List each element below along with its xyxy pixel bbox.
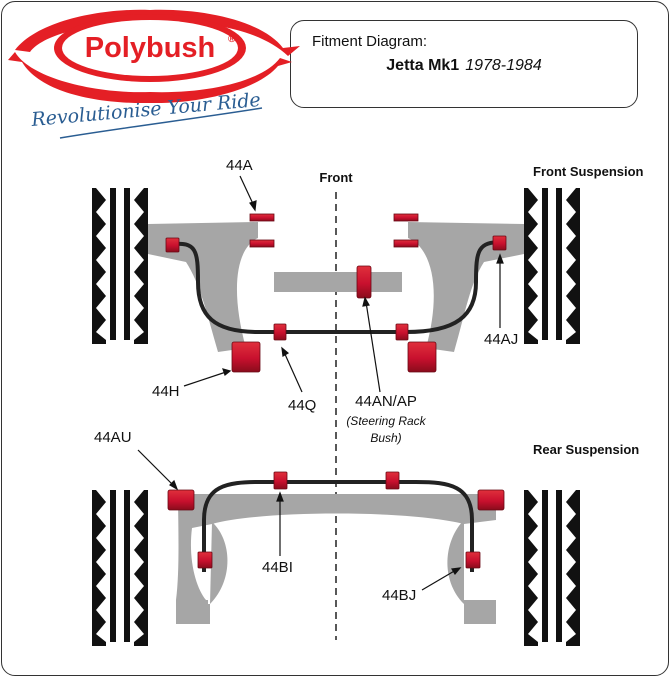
front-label: Front <box>319 170 353 185</box>
model-name: Jetta Mk1 <box>386 57 460 74</box>
fitment-label: Fitment Diagram: <box>312 33 428 50</box>
bush-44q-left <box>273 323 287 341</box>
bush-44au-left <box>167 489 195 511</box>
model-years: 1978-1984 <box>465 57 542 74</box>
label-44an-ap: 44AN/AP <box>355 393 417 410</box>
title-box: Fitment Diagram: Jetta Mk1 1978-1984 <box>290 20 638 108</box>
label-44bi: 44BI <box>262 559 293 576</box>
logo-brand-text: Polybush <box>85 32 216 64</box>
bush-44a-top-left <box>249 213 275 222</box>
bush-44bi-right <box>385 471 400 490</box>
rear-anti-roll-bar <box>202 480 474 572</box>
front-right-tyre <box>524 188 580 344</box>
label-steering-rack-note: (Steering Rack <box>346 414 426 428</box>
front-right-wishbone <box>408 222 524 352</box>
rear-suspension-title: Rear Suspension <box>533 442 639 457</box>
steering-rack <box>274 272 402 292</box>
label-44q: 44Q <box>288 397 316 414</box>
polybush-logo: Polybush ® Revolutionise Your Ride <box>8 9 300 139</box>
label-44bj: 44BJ <box>382 587 416 604</box>
rear-right-tyre <box>524 490 580 646</box>
rear-left-trailing-arm <box>180 522 228 624</box>
front-left-wishbone <box>148 222 258 352</box>
label-44h: 44H <box>152 383 180 400</box>
label-44a: 44A <box>226 157 253 174</box>
rear-right-trailing-arm <box>447 520 494 624</box>
rear-left-tyre <box>92 490 148 646</box>
bush-44au-right <box>477 489 505 511</box>
rear-right-mount <box>464 600 496 624</box>
bush-44h-right <box>407 341 437 373</box>
rear-left-mount <box>176 600 208 624</box>
bush-arb-link-rear-left <box>197 551 213 569</box>
label-steering-rack-note-2: Bush) <box>370 431 401 445</box>
vehicle-model: Jetta Mk1 1978-1984 <box>291 57 637 75</box>
bush-44h-left <box>231 341 261 373</box>
registered-mark: ® <box>228 34 236 45</box>
bush-44q-right <box>395 323 409 341</box>
label-44aj: 44AJ <box>484 331 518 348</box>
bush-44aj <box>492 235 507 251</box>
label-44au: 44AU <box>94 429 132 446</box>
bush-44bj <box>465 551 481 569</box>
bush-arb-end-front-left <box>165 237 180 253</box>
front-anti-roll-bar <box>171 240 503 334</box>
bush-44bi-left <box>273 471 288 490</box>
bush-44a-bottom-left <box>249 239 275 248</box>
bush-44a-top-right <box>393 213 419 222</box>
front-left-tyre <box>92 188 148 344</box>
bush-44a-bottom-right <box>393 239 419 248</box>
front-suspension-title: Front Suspension <box>533 164 644 179</box>
bush-44an-ap <box>356 265 372 299</box>
